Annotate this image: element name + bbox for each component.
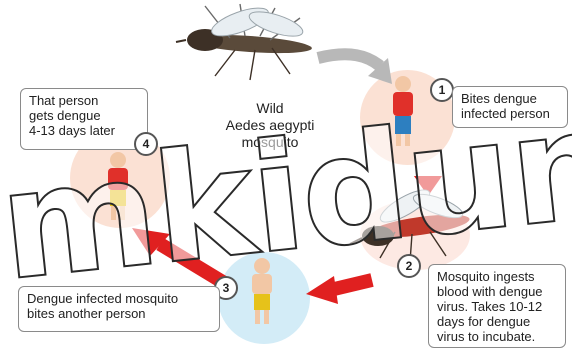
step-4-line-1: That person	[29, 93, 139, 108]
step-2-box: Mosquito ingests blood with dengue virus…	[428, 264, 566, 348]
grey-arrow	[318, 54, 392, 84]
step-4-line-2: gets dengue	[29, 108, 139, 123]
step-2-line-1: Mosquito ingests	[437, 269, 557, 284]
step-2-line-5: virus to incubate.	[437, 329, 557, 344]
step-2-line-3: virus. Takes 10-12	[437, 299, 557, 314]
step-2-line-4: days for dengue	[437, 314, 557, 329]
step-2-line-2: blood with dengue	[437, 284, 557, 299]
wild-mosquito-icon	[176, 2, 312, 80]
